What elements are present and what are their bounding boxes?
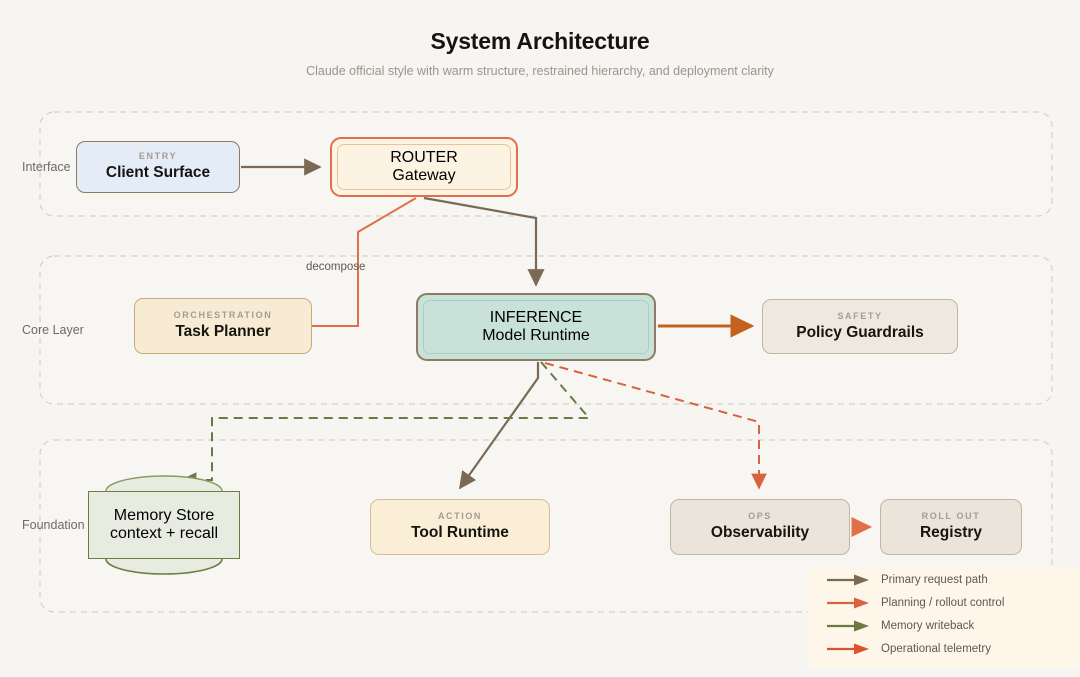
node-label-client-surface: Client Surface — [105, 164, 211, 182]
node-label-policy-guardrails: Policy Guardrails — [796, 323, 924, 341]
node-kicker-model-runtime: INFERENCE — [489, 309, 583, 326]
node-tool-runtime[interactable]: ACTION Tool Runtime — [370, 499, 550, 555]
node-label-model-runtime: Model Runtime — [482, 327, 590, 344]
edge-model-tool — [458, 362, 540, 490]
node-registry[interactable]: ROLL OUT Registry — [880, 499, 1022, 555]
node-kicker-policy-guardrails: SAFETY — [837, 310, 883, 321]
node-sub-memory-store: context + recall — [109, 525, 219, 542]
node-policy-guardrails[interactable]: SAFETY Policy Guardrails — [762, 299, 958, 354]
node-client-surface[interactable]: ENTRY Client Surface — [76, 141, 240, 193]
legend-label: Memory writeback — [881, 619, 975, 632]
node-kicker-observability: OPS — [748, 511, 772, 522]
page-title: System Architecture — [430, 28, 650, 54]
edge-label-decompose: decompose — [306, 261, 366, 273]
legend-label: Primary request path — [881, 573, 988, 586]
legend-item: Planning / rollout control — [808, 591, 1080, 614]
memory-store-body: Memory Store context + recall — [88, 491, 240, 559]
edge-model-memory — [180, 361, 592, 488]
node-label-memory-store: Memory Store — [113, 507, 215, 524]
legend-arrow-icon — [827, 643, 869, 654]
node-label-gateway: Gateway — [392, 167, 456, 184]
legend-label: Operational telemetry — [881, 642, 991, 655]
node-kicker-gateway: ROUTER — [390, 149, 458, 166]
edge-gateway-model — [423, 196, 545, 287]
node-gateway[interactable]: ROUTER Gateway — [330, 137, 518, 197]
layer-band-interface — [39, 111, 1053, 217]
node-task-planner[interactable]: ORCHESTRATION Task Planner — [134, 298, 312, 354]
node-label-task-planner: Task Planner — [175, 323, 271, 341]
legend-item: Memory writeback — [808, 614, 1080, 637]
legend-arrow-icon — [827, 574, 869, 585]
legend-label: Planning / rollout control — [881, 596, 1005, 609]
node-kicker-client-surface: ENTRY — [138, 151, 178, 162]
layer-label-interface: Interface — [22, 160, 71, 174]
node-kicker-task-planner: ORCHESTRATION — [173, 310, 273, 321]
node-label-observability: Observability — [710, 524, 810, 542]
legend: Primary request path Planning / rollout … — [808, 568, 1080, 668]
node-observability[interactable]: OPS Observability — [670, 499, 850, 555]
page-subtitle: Claude official style with warm structur… — [306, 64, 774, 78]
legend-arrow-icon — [827, 620, 869, 631]
node-model-runtime[interactable]: INFERENCE Model Runtime — [416, 293, 656, 361]
layer-label-core: Core Layer — [22, 323, 84, 337]
node-label-registry: Registry — [919, 524, 983, 542]
node-label-tool-runtime: Tool Runtime — [411, 524, 509, 542]
edge-gateway-planner — [312, 197, 417, 327]
node-memory-store[interactable]: Memory Store context + recall — [88, 475, 240, 575]
edges — [180, 158, 873, 538]
legend-arrow-icon — [827, 597, 869, 608]
node-kicker-tool-runtime: ACTION — [437, 511, 483, 522]
legend-item: Primary request path — [808, 568, 1080, 591]
legend-item: Operational telemetry — [808, 637, 1080, 660]
node-kicker-registry: ROLL OUT — [921, 511, 981, 522]
layer-label-foundation: Foundation — [22, 518, 85, 532]
